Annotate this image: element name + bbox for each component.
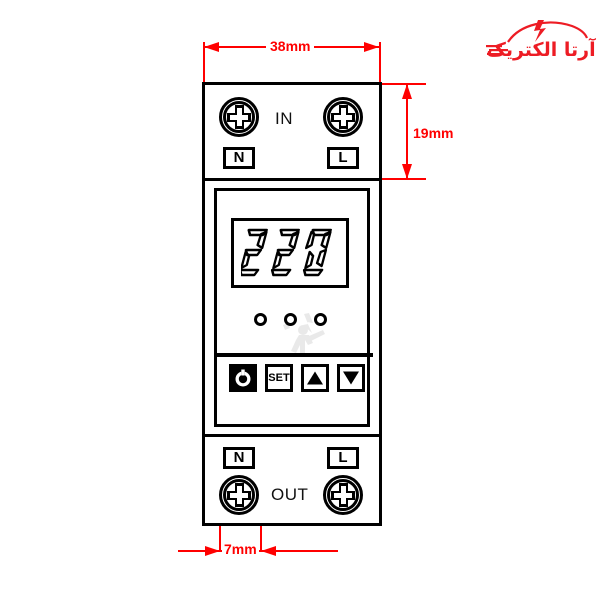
dimension-screw-label: 7mm bbox=[222, 541, 259, 557]
screw-terminal-out-l[interactable] bbox=[323, 475, 363, 515]
triangle-down-icon bbox=[343, 371, 359, 385]
arrow-left-icon bbox=[204, 42, 219, 52]
brand-logo: آرتا الکتریک bbox=[486, 18, 597, 70]
screw-terminal-out-n[interactable] bbox=[219, 475, 259, 515]
logo-speedlines-icon bbox=[486, 45, 508, 55]
up-button[interactable] bbox=[301, 364, 329, 392]
lcd-digit-group bbox=[234, 221, 346, 285]
device-body: IN N L bbox=[202, 82, 382, 526]
button-panel: SET bbox=[217, 353, 373, 401]
input-label: IN bbox=[275, 109, 293, 128]
arrow-right-icon bbox=[205, 546, 220, 556]
arrow-down-icon bbox=[402, 164, 412, 179]
control-panel-frame: SET bbox=[214, 188, 373, 427]
ext-line-left bbox=[203, 42, 205, 86]
screw-terminal-in-l[interactable] bbox=[323, 97, 363, 137]
brand-name: آرتا الکتریک bbox=[486, 39, 596, 61]
arrow-right-icon bbox=[364, 42, 379, 52]
screw-ring-inner bbox=[327, 479, 359, 511]
screw-cross-fill-v bbox=[341, 486, 346, 504]
seven-segment-digits bbox=[241, 228, 332, 277]
input-terminal-section: IN N L bbox=[205, 85, 379, 181]
led-indicator-3 bbox=[314, 313, 327, 326]
set-button-label: SET bbox=[268, 372, 290, 384]
logo-arc-icon bbox=[507, 20, 589, 43]
arrow-left-icon bbox=[261, 546, 276, 556]
screw-cross-fill-v bbox=[341, 108, 346, 126]
terminal-label-in-n: N bbox=[223, 147, 255, 169]
screw-ring-inner bbox=[327, 101, 359, 133]
control-section: SET bbox=[205, 181, 379, 434]
screw-ring-outer bbox=[323, 475, 363, 515]
screw-cross-fill-v bbox=[237, 486, 242, 504]
screw-ring-outer bbox=[219, 475, 259, 515]
dimension-height-label: 19mm bbox=[411, 123, 456, 143]
screw-cross-fill-v bbox=[237, 108, 242, 126]
output-label: OUT bbox=[271, 485, 309, 504]
dim-line-vertical bbox=[406, 83, 408, 179]
terminal-label-out-n: N bbox=[223, 447, 255, 469]
lcd-display bbox=[231, 218, 349, 288]
down-button[interactable] bbox=[337, 364, 365, 392]
output-terminal-section: N L OUT bbox=[205, 434, 379, 523]
ext-line-right bbox=[379, 42, 381, 86]
power-icon bbox=[235, 369, 251, 387]
led-indicator-1 bbox=[254, 313, 267, 326]
screw-ring-outer bbox=[219, 97, 259, 137]
screw-ring-outer bbox=[323, 97, 363, 137]
triangle-up-icon bbox=[307, 371, 323, 385]
terminal-label-out-l: L bbox=[327, 447, 359, 469]
screw-ring-inner bbox=[223, 101, 255, 133]
screw-terminal-in-n[interactable] bbox=[219, 97, 259, 137]
ext-line-top bbox=[378, 83, 426, 85]
terminal-label-in-l: L bbox=[327, 147, 359, 169]
arrow-up-icon bbox=[402, 84, 412, 99]
led-indicator-2 bbox=[284, 313, 297, 326]
screw-ring-inner bbox=[223, 479, 255, 511]
power-button[interactable] bbox=[229, 364, 257, 392]
set-button[interactable]: SET bbox=[265, 364, 293, 392]
dimension-width-label: 38mm bbox=[266, 38, 315, 54]
